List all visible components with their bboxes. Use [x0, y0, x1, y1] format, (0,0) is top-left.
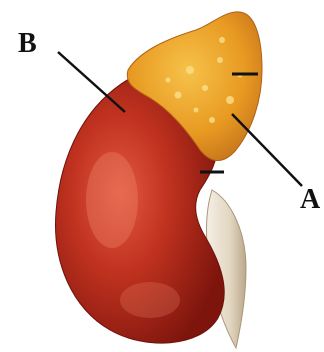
label-a: A — [300, 186, 320, 214]
label-b: B — [18, 30, 37, 58]
kidney-highlight-lower — [120, 282, 180, 318]
leader-line-a — [232, 114, 302, 186]
kidney-highlight — [86, 152, 138, 248]
leader-line-b — [58, 52, 125, 112]
